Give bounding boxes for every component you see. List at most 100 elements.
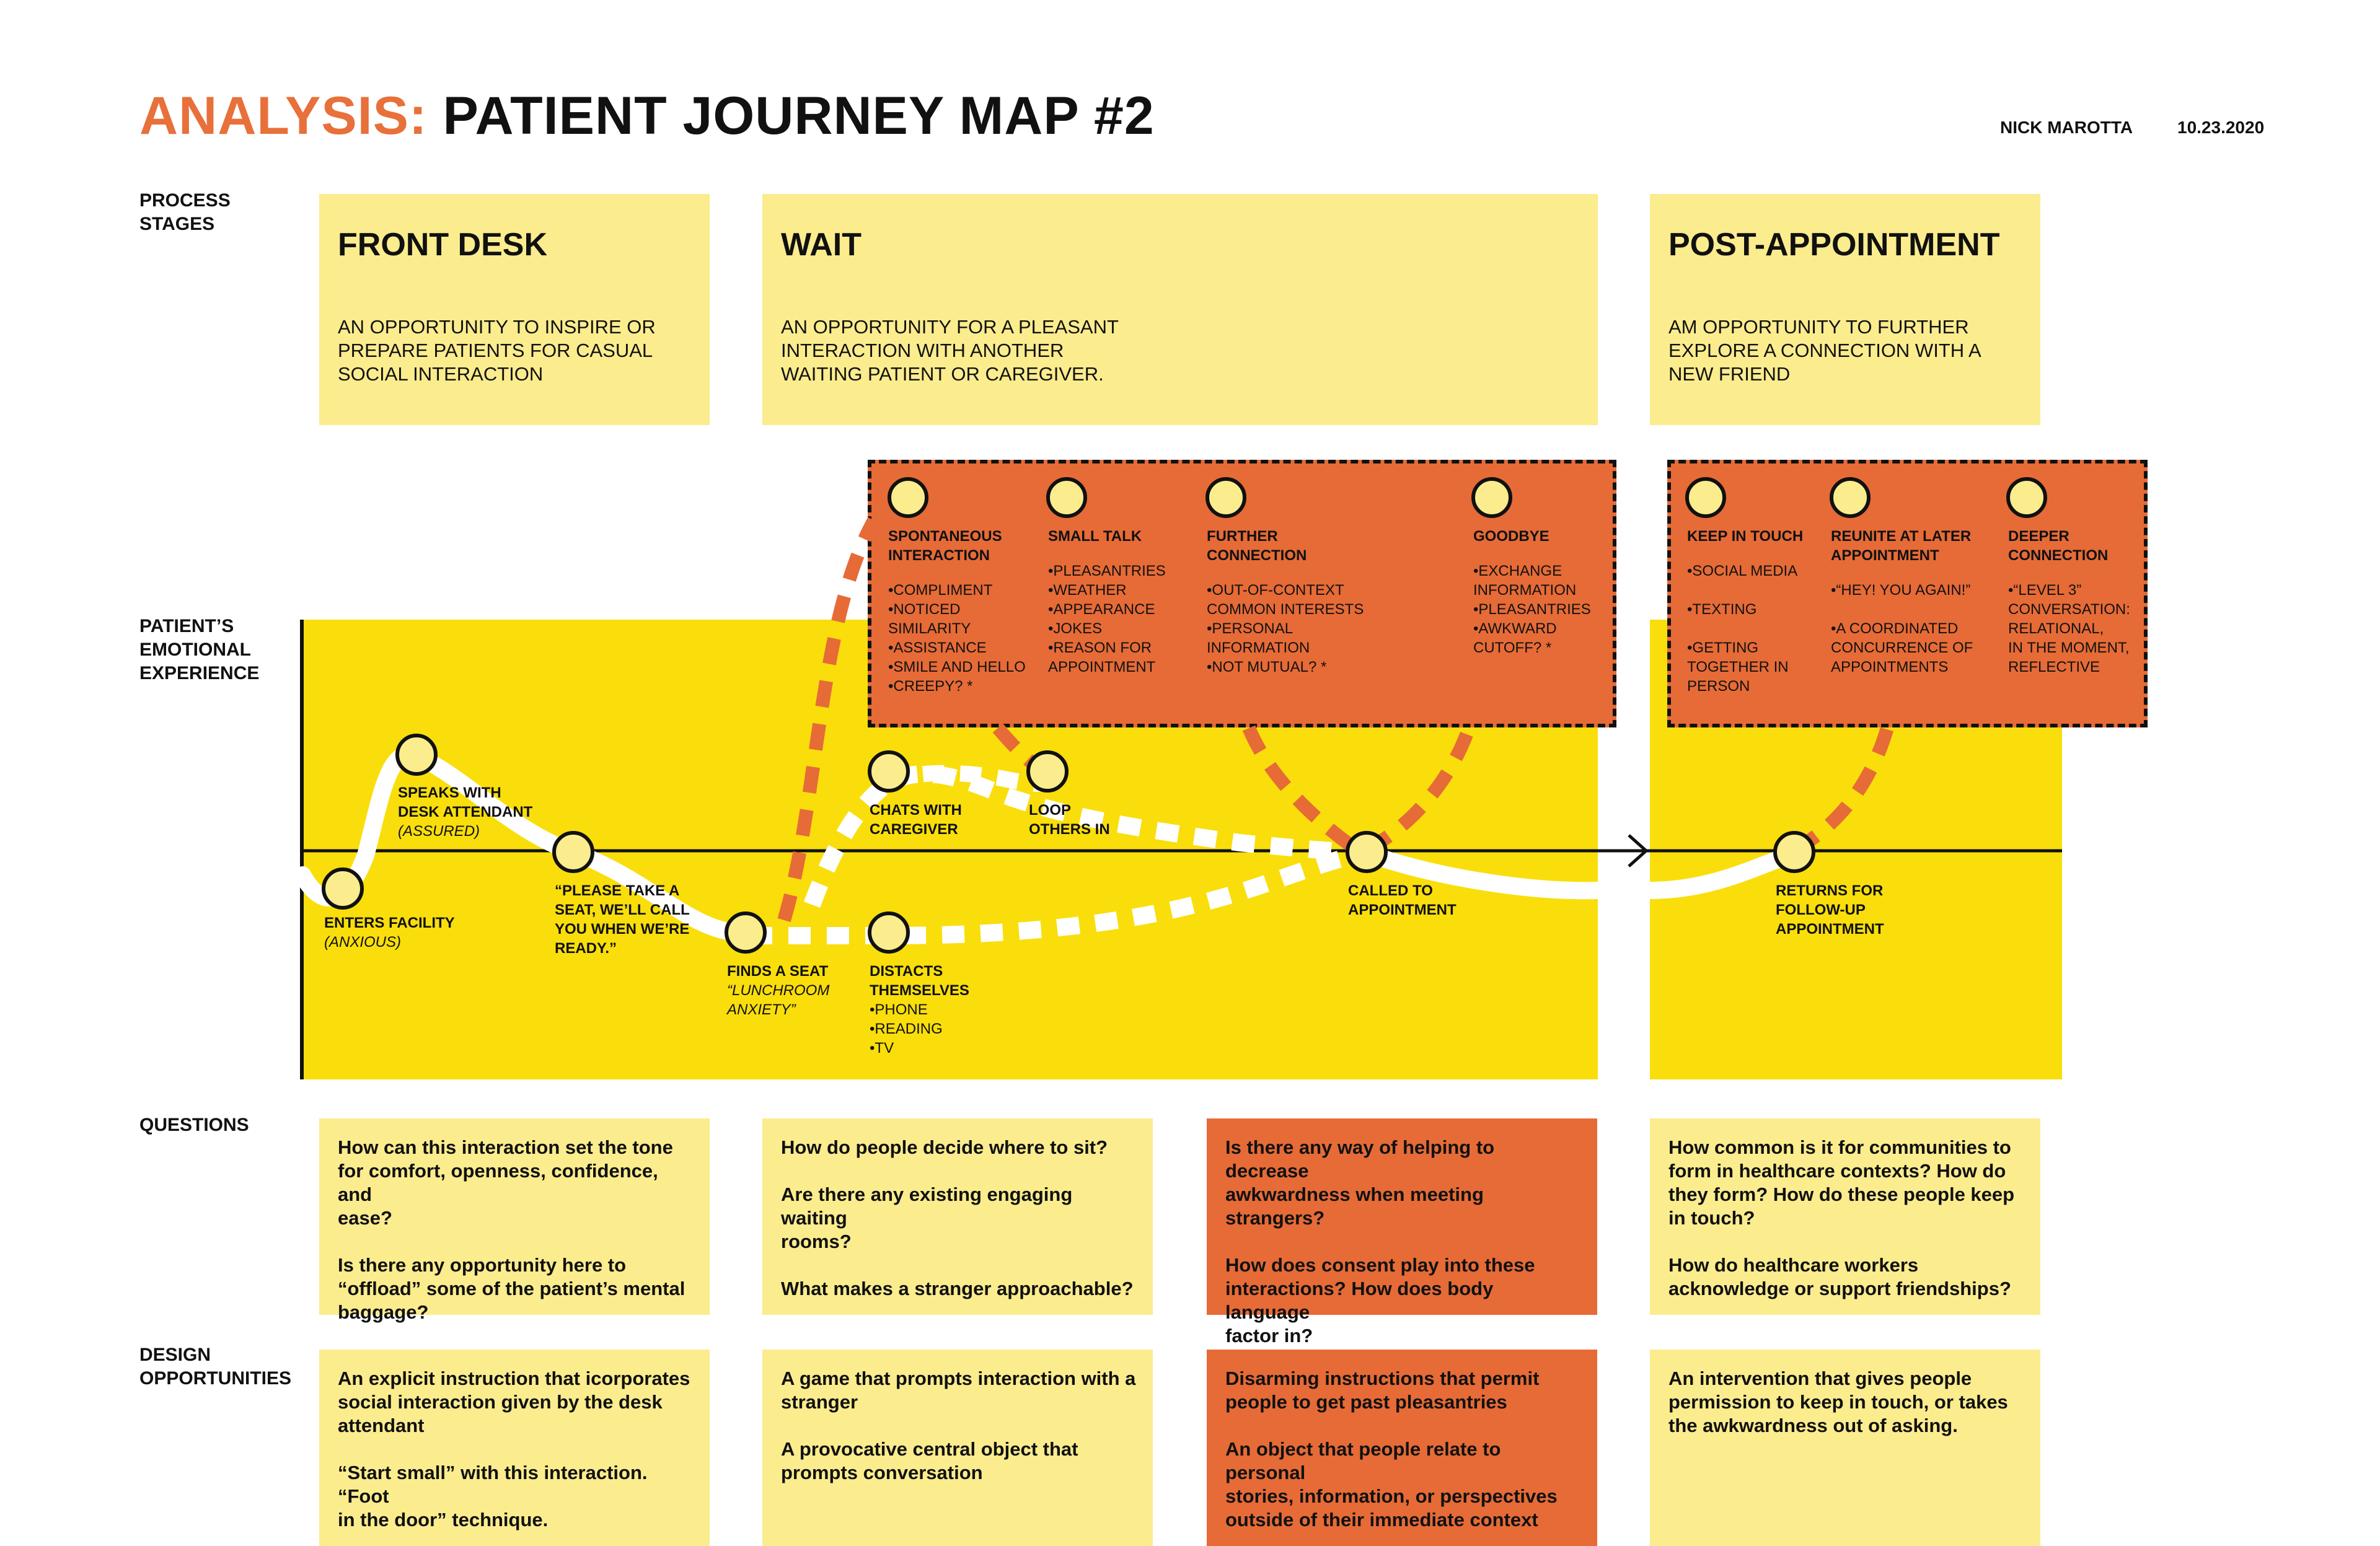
design-opportunity-text: Disarming instructions that permit peopl… (1225, 1368, 1558, 1531)
stage-wait: WAIT AN OPPORTUNITY FOR A PLEASANT INTER… (762, 194, 1598, 425)
author-name: NICK MAROTTA (2000, 118, 2133, 137)
connector-further-to-called (1242, 725, 1362, 856)
question-card-post-appointment: How common is it for communities to form… (1650, 1118, 2040, 1315)
popup-node-title: DEEPER CONNECTION (2008, 528, 2109, 564)
node-goodbye (1471, 477, 1512, 518)
row-label-process-stages: PROCESS STAGES (139, 190, 231, 234)
node-distracts-themselves (868, 911, 910, 954)
page-title: ANALYSIS: PATIENT JOURNEY MAP #2 (139, 86, 1155, 147)
node-please-take-seat (552, 831, 594, 873)
design-opportunity-text: An intervention that gives people permis… (1668, 1368, 2008, 1436)
node-speaks-with-attendant (395, 734, 438, 776)
node-note: (ANXIOUS) (324, 934, 402, 951)
node-loop-others-in (1026, 750, 1069, 793)
node-label: “PLEASE TAKE A SEAT, WE’LL CALL YOU WHEN… (555, 882, 690, 957)
label-returns-for-follow-up: RETURNS FOR FOLLOW-UP APPOINTMENT (1776, 881, 1884, 939)
popup-node-title: REUNITE AT LATER APPOINTMENT (1831, 528, 1972, 564)
design-card-interaction: Disarming instructions that permit peopl… (1207, 1350, 1597, 1546)
node-label: SPEAKS WITH DESK ATTENDANT (398, 784, 533, 820)
node-keep-in-touch (1685, 477, 1726, 518)
node-further-connection (1205, 477, 1246, 518)
connector-finds-to-popup (777, 517, 880, 923)
popup-node-body: •OUT-OF-CONTEXT COMMON INTERESTS •PERSON… (1207, 582, 1364, 675)
popup-node-small-talk: SMALL TALK •PLEASANTRIES •WEATHER •APPEA… (1048, 527, 1197, 677)
popup-node-goodbye: GOODBYE •EXCHANGE INFORMATION •PLEASANTR… (1473, 527, 1610, 657)
question-text: How common is it for communities to form… (1668, 1136, 2015, 1299)
node-called-to-appointment (1346, 831, 1388, 873)
popup-node-reunite: REUNITE AT LATER APPOINTMENT •“HEY! YOU … (1831, 527, 1998, 677)
date-label: 10.23.2020 (2177, 118, 2265, 137)
label-please-take-seat: “PLEASE TAKE A SEAT, WE’LL CALL YOU WHEN… (555, 881, 690, 958)
stage-title: FRONT DESK (338, 227, 547, 263)
node-label: CALLED TO APPOINTMENT (1348, 882, 1457, 918)
timeline-arrowhead (1628, 834, 1649, 867)
stage-title: WAIT (781, 227, 862, 263)
node-enters-facility (322, 867, 364, 910)
question-text: How can this interaction set the tone fo… (338, 1136, 685, 1323)
question-text: Is there any way of helping to decrease … (1225, 1136, 1535, 1346)
node-label: RETURNS FOR FOLLOW-UP APPOINTMENT (1776, 882, 1884, 938)
node-label: FINDS A SEAT (727, 963, 829, 980)
popup-node-title: KEEP IN TOUCH (1687, 528, 1804, 545)
popup-node-body: •“LEVEL 3” CONVERSATION: RELATIONAL, IN … (2008, 582, 2130, 675)
node-deeper-connection (2006, 477, 2047, 518)
node-finds-a-seat (725, 911, 767, 954)
title-main: PATIENT JOURNEY MAP #2 (443, 86, 1155, 146)
connector-called-to-goodbye (1363, 726, 1476, 856)
row-label-emotional-experience: PATIENT’S EMOTIONAL EXPERIENCE (139, 616, 260, 683)
question-card-front-desk: How can this interaction set the tone fo… (319, 1118, 710, 1323)
post-appointment-popup (1667, 460, 2148, 727)
row-label-questions: QUESTIONS (139, 1115, 249, 1135)
popup-node-title: SPONTANEOUS INTERACTION (888, 528, 1002, 564)
design-card-post-appointment: An intervention that gives people permis… (1650, 1350, 2040, 1546)
connector-returns-to-popup (1791, 726, 1894, 856)
node-reunite (1830, 477, 1871, 518)
label-called-to-appointment: CALLED TO APPOINTMENT (1348, 881, 1457, 920)
label-chats-with-caregiver: CHATS WITH CAREGIVER (870, 801, 962, 839)
label-speaks-with-attendant: SPEAKS WITH DESK ATTENDANT (ASSURED) (398, 783, 532, 841)
node-small-talk (1046, 477, 1087, 518)
question-card-interaction: Is there any way of helping to decrease … (1207, 1118, 1597, 1346)
stage-title: POST-APPOINTMENT (1668, 227, 2000, 263)
node-label: CHATS WITH CAREGIVER (870, 802, 962, 838)
title-prefix: ANALYSIS: (139, 86, 428, 146)
label-loop-others-in: LOOP OTHERS IN (1029, 801, 1110, 839)
node-spontaneous-interaction (888, 477, 928, 518)
popup-node-body: •EXCHANGE INFORMATION •PLEASANTRIES •AWK… (1473, 563, 1591, 656)
distract-path (750, 845, 1368, 944)
stage-post-appointment: POST-APPOINTMENT AM OPPORTUNITY TO FURTH… (1650, 194, 2040, 425)
popup-node-title: SMALL TALK (1048, 528, 1142, 545)
node-list: •PHONE •READING •TV (870, 1001, 943, 1056)
popup-node-spontaneous: SPONTANEOUS INTERACTION •COMPLIMENT •NOT… (888, 527, 1049, 696)
design-card-wait: A game that prompts interaction with a s… (762, 1350, 1153, 1546)
design-opportunity-text: An explicit instruction that icorporates… (338, 1368, 690, 1531)
post-call-curve (1364, 845, 1797, 900)
stage-description: AM OPPORTUNITY TO FURTHER EXPLORE A CONN… (1668, 316, 1981, 385)
node-label: ENTERS FACILITY (324, 915, 455, 931)
question-card-wait: How do people decide where to sit? Are t… (762, 1118, 1153, 1315)
node-label: DISTACTS THEMSELVES (870, 963, 969, 999)
popup-node-deeper-connection: DEEPER CONNECTION •“LEVEL 3” CONVERSATIO… (2008, 527, 2141, 677)
question-text: How do people decide where to sit? Are t… (781, 1136, 1134, 1299)
popup-node-keep-in-touch: KEEP IN TOUCH •SOCIAL MEDIA •TEXTING •GE… (1687, 527, 1811, 696)
label-finds-a-seat: FINDS A SEAT “LUNCHROOM ANXIETY” (727, 962, 829, 1019)
node-returns-for-follow-up (1773, 831, 1815, 873)
row-label-design-opportunities: DESIGN OPPORTUNITIES (139, 1345, 292, 1389)
stage-front-desk: FRONT DESK AN OPPORTUNITY TO INSPIRE OR … (319, 194, 710, 425)
popup-node-body: •SOCIAL MEDIA •TEXTING •GETTING TOGETHER… (1687, 563, 1798, 695)
label-enters-facility: ENTERS FACILITY (ANXIOUS) (324, 913, 455, 952)
stage-description: AN OPPORTUNITY FOR A PLEASANT INTERACTIO… (781, 316, 1119, 385)
label-distracts-themselves: DISTACTS THEMSELVES •PHONE •READING •TV (870, 962, 969, 1058)
popup-node-further-connection: FURTHER CONNECTION •OUT-OF-CONTEXT COMMO… (1207, 527, 1380, 677)
popup-node-body: •COMPLIMENT •NOTICED SIMILARITY •ASSISTA… (888, 582, 1026, 695)
node-note: (ASSURED) (398, 823, 480, 840)
stage-description: AN OPPORTUNITY TO INSPIRE OR PREPARE PAT… (338, 316, 656, 385)
popup-node-body: •PLEASANTRIES •WEATHER •APPEARANCE •JOKE… (1048, 563, 1166, 675)
design-card-front-desk: An explicit instruction that icorporates… (319, 1350, 710, 1546)
node-chats-with-caregiver (868, 750, 910, 793)
popup-node-body: •“HEY! YOU AGAIN!” •A COORDINATED CONCUR… (1831, 582, 1973, 675)
popup-node-title: FURTHER CONNECTION (1207, 528, 1307, 564)
node-note: “LUNCHROOM ANXIETY” (727, 982, 830, 1018)
node-label: LOOP OTHERS IN (1029, 802, 1110, 838)
design-opportunity-text: A game that prompts interaction with a s… (781, 1368, 1136, 1483)
